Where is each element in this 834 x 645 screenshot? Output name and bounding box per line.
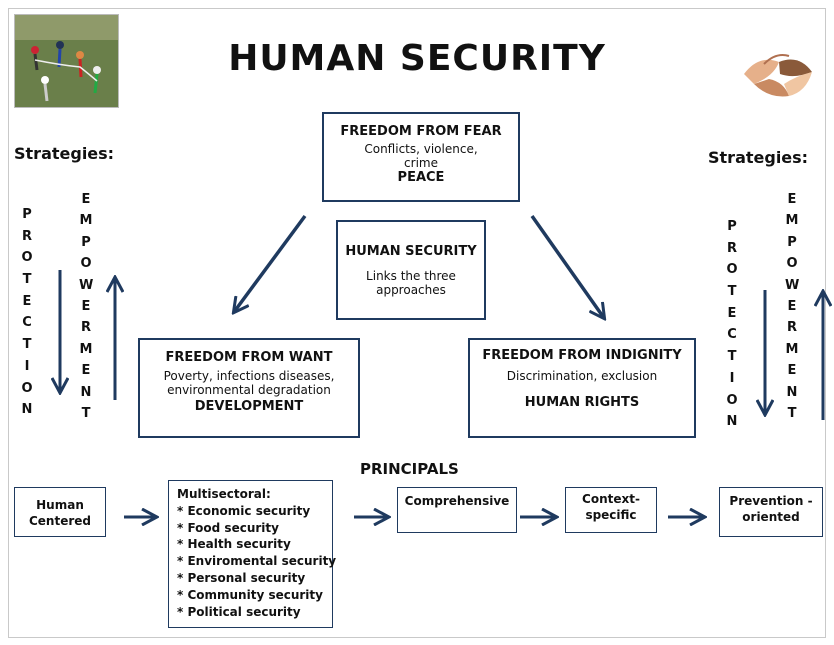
fear-line-2: crime	[404, 156, 438, 170]
page-title: HUMAN SECURITY	[228, 38, 606, 79]
center-heading: HUMAN SECURITY	[345, 244, 477, 259]
protection-letter: T	[727, 349, 737, 365]
multisectoral-item: * Health security	[177, 537, 291, 552]
center-line-2: approaches	[376, 283, 446, 297]
protection-letter: N	[21, 402, 33, 418]
protection-letter: R	[21, 228, 32, 244]
principals-label: PRINCIPALS	[360, 460, 459, 478]
protection-letter: T	[22, 337, 32, 353]
multisectoral-box: Multisectoral: * Economic security * Foo…	[168, 480, 337, 628]
empowerment-letter: T	[787, 405, 797, 421]
want-footer: DEVELOPMENT	[194, 399, 304, 414]
context-specific-box: Context- specific	[565, 487, 657, 533]
diagram-frame	[8, 8, 826, 638]
indignity-heading: FREEDOM FROM INDIGNITY	[482, 348, 682, 363]
fear-footer: PEACE	[397, 170, 445, 185]
empowerment-letter: O	[786, 256, 798, 272]
protection-letter: T	[727, 284, 737, 300]
human-centered-box: Human Centered	[14, 487, 106, 537]
want-heading: FREEDOM FROM WANT	[165, 350, 333, 365]
empowerment-letter: E	[787, 298, 797, 314]
empowerment-letter: P	[787, 234, 797, 250]
empowerment-letter: N	[80, 384, 92, 400]
fear-line-1: Conflicts, violence,	[364, 142, 478, 156]
protection-letter: R	[726, 240, 737, 256]
protection-letter: I	[729, 370, 735, 386]
arrow-fear-to-want	[234, 214, 307, 312]
protection-letter: E	[22, 293, 32, 309]
empowerment-letter: P	[81, 234, 91, 250]
empowerment-letter: M	[79, 341, 93, 357]
prevention-oriented-line-1: Prevention -	[729, 494, 813, 508]
protection-letter: O	[726, 392, 738, 408]
protection-letter: T	[22, 272, 32, 288]
empowerment-letter: M	[785, 341, 799, 357]
multisectoral-item: * Personal security	[177, 570, 306, 585]
prevention-oriented-line-2: oriented	[742, 510, 800, 524]
human-centered-line-2: Centered	[28, 514, 91, 528]
empowerment-letter: O	[80, 256, 92, 272]
empowerment-letter: E	[787, 363, 797, 379]
comprehensive-box: Comprehensive	[397, 487, 517, 533]
human-centered-line-1: Human	[36, 498, 84, 512]
empowerment-letter: M	[785, 213, 799, 229]
multisectoral-item: * Political security	[177, 604, 301, 619]
strategies-label-left: Strategies:	[14, 144, 115, 163]
multisectoral-item: * Enviromental security	[177, 554, 337, 569]
protection-letter: O	[21, 380, 33, 396]
empowerment-letter: W	[79, 277, 94, 293]
center-line-1: Links the three	[366, 269, 456, 283]
protection-letter: C	[22, 315, 32, 331]
empowerment-letter: R	[80, 320, 91, 336]
arrow-fear-to-indignity	[530, 214, 604, 318]
protection-letter: O	[21, 250, 33, 266]
protection-letter: N	[726, 414, 738, 430]
want-line-2: environmental degradation	[167, 383, 331, 397]
empowerment-letter: E	[787, 192, 797, 207]
context-specific-line-1: Context-	[582, 492, 640, 506]
prevention-oriented-box: Prevention - oriented	[719, 487, 823, 537]
strategies-label-right: Strategies:	[708, 148, 809, 167]
empowerment-letter: E	[81, 192, 91, 207]
multisectoral-item: * Community security	[177, 587, 323, 602]
protection-letter: O	[726, 262, 738, 278]
empowerment-letter: T	[81, 405, 91, 421]
indignity-line-1: Discrimination, exclusion	[506, 369, 658, 383]
empowerment-letter: E	[81, 298, 91, 314]
protection-letter: P	[22, 207, 32, 222]
want-line-1: Poverty, infections diseases,	[163, 369, 335, 383]
fear-heading: FREEDOM FROM FEAR	[340, 124, 502, 139]
context-specific-line-2: specific	[585, 508, 637, 522]
human-security-center-box: HUMAN SECURITY Links the three approache…	[336, 220, 486, 320]
empowerment-letter: N	[786, 384, 798, 400]
multisectoral-item: * Food security	[177, 520, 279, 535]
freedom-from-fear-box: FREEDOM FROM FEAR Conflicts, violence, c…	[322, 112, 520, 202]
empowerment-letter: E	[81, 363, 91, 379]
comprehensive-label: Comprehensive	[404, 494, 510, 508]
multisectoral-heading: Multisectoral:	[177, 487, 271, 501]
protection-letter: I	[24, 358, 30, 374]
children-playing-photo	[14, 14, 119, 108]
freedom-from-want-box: FREEDOM FROM WANT Poverty, infections di…	[138, 338, 360, 438]
protection-letter: E	[727, 305, 737, 321]
empowerment-letter: M	[79, 213, 93, 229]
freedom-from-indignity-box: FREEDOM FROM INDIGNITY Discrimination, e…	[468, 338, 696, 438]
protection-letter: C	[727, 327, 737, 343]
joined-hands-photo	[734, 34, 820, 114]
empowerment-letter: W	[785, 277, 800, 293]
multisectoral-item: * Economic security	[177, 503, 311, 518]
indignity-footer: HUMAN RIGHTS	[524, 395, 640, 410]
protection-letter: P	[727, 219, 737, 234]
empowerment-letter: R	[786, 320, 797, 336]
